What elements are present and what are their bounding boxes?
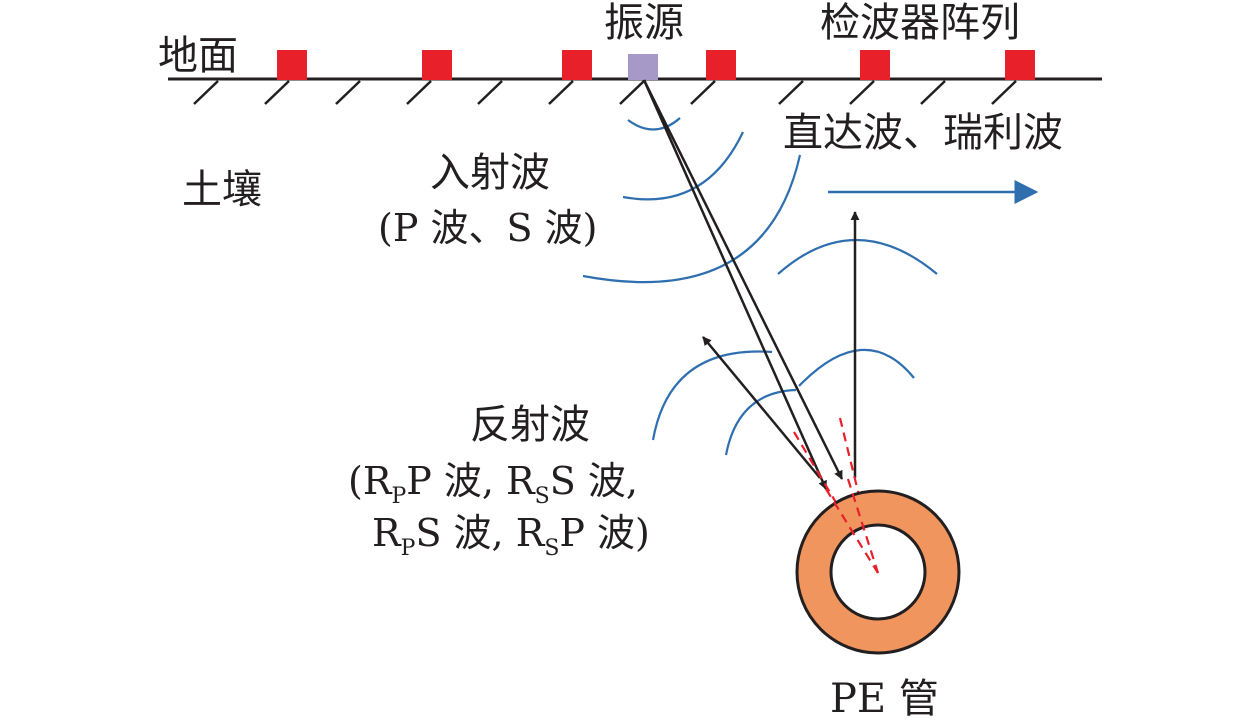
- reflected-wave-detail-line2: RPS 波, RSP 波): [372, 514, 650, 560]
- subscript: S: [534, 484, 550, 509]
- text-run: S 波, R: [415, 511, 545, 555]
- geophone: [277, 50, 307, 80]
- direct-wave-label: 直达波、瑞利波: [783, 110, 1063, 156]
- geophone-array-label: 检波器阵列: [820, 0, 1020, 46]
- subscript: P: [391, 484, 407, 509]
- incident-wave-title: 入射波: [430, 150, 550, 196]
- reflected-wave-detail-line1: (RPP 波, RSS 波,: [348, 462, 638, 508]
- text-run: (R: [348, 459, 392, 503]
- geophone: [860, 50, 890, 80]
- refracted-rays-inner: [825, 478, 880, 574]
- incident-wave-detail: (P 波、S 波): [378, 206, 598, 250]
- geophone: [562, 50, 592, 80]
- ground-hatching: [193, 80, 1017, 105]
- text-run: S 波,: [549, 459, 638, 503]
- vibration-source: [628, 54, 658, 80]
- reflected-ray: [702, 336, 821, 479]
- geophone: [706, 50, 736, 80]
- text-run: P 波): [559, 511, 650, 555]
- geophone-array: [277, 50, 1035, 80]
- geophone: [1005, 50, 1035, 80]
- source-label: 振源: [604, 0, 684, 46]
- geophone: [422, 50, 452, 80]
- incident-ray: [642, 79, 828, 490]
- incident-ray: [642, 79, 844, 480]
- incident-wavefronts: [582, 117, 802, 284]
- ray-paths: [642, 79, 860, 490]
- subscript: S: [544, 536, 560, 561]
- text-run: R: [372, 511, 401, 555]
- pipe-label: PE 管: [830, 676, 939, 722]
- soil-label: 土壤: [182, 167, 262, 213]
- text-run: P 波, R: [406, 459, 535, 503]
- reflected-wavefronts: [651, 238, 938, 456]
- reflected-wave-title: 反射波: [470, 402, 590, 448]
- subscript: P: [400, 536, 416, 561]
- ground-label: 地面: [158, 33, 238, 79]
